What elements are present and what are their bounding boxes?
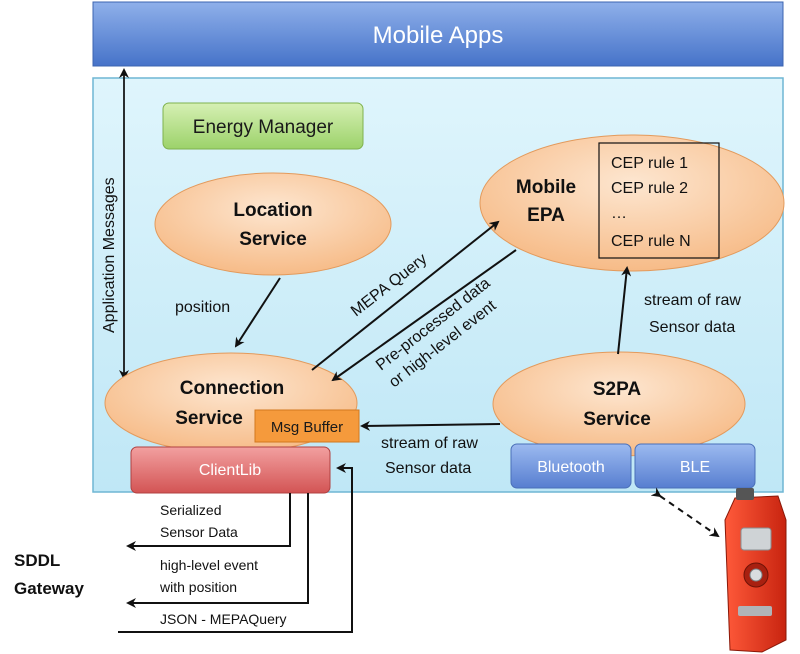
gateway-line2: Gateway [14, 579, 84, 598]
serialized-data-arrow [126, 493, 291, 551]
clientlib-box [130, 446, 331, 494]
stream-lower-line2: Sensor data [385, 460, 471, 477]
bluetooth-label: Bluetooth [537, 459, 605, 476]
mobile-epa-ellipse [479, 134, 785, 272]
serialized-label-line1: Serialized [160, 502, 221, 518]
stream-to-buffer-arrow [360, 420, 501, 431]
mobile-apps-title: Mobile Apps [373, 22, 504, 49]
sensor-device-icon [724, 488, 787, 653]
bluetooth-box [510, 443, 632, 489]
mobile-epa-line2: EPA [527, 205, 565, 226]
s2pa-service-line2: Service [583, 409, 651, 430]
cep-rule-1: CEP rule 1 [611, 155, 688, 172]
s2pa-service-line1: S2PA [593, 379, 642, 400]
location-service-line2: Service [239, 229, 307, 250]
clientlib-label: ClientLib [199, 462, 261, 479]
energy-manager-label: Energy Manager [193, 117, 334, 138]
high-level-event-arrow [126, 493, 309, 608]
cep-rule-2: CEP rule 2 [611, 180, 688, 197]
cep-rule-ellipsis: … [611, 205, 627, 222]
location-service-ellipse [154, 172, 392, 276]
s2pa-service-ellipse [492, 351, 746, 457]
msg-buffer-box [254, 409, 360, 443]
highlevel-label-line1: high-level event [160, 557, 258, 573]
position-label: position [175, 299, 230, 316]
connection-service-line2: Service [175, 408, 243, 429]
stream-lower-line1: stream of raw [381, 435, 478, 452]
location-service-line1: Location [233, 200, 312, 221]
gateway-line1: SDDL [14, 551, 60, 570]
energy-manager-box [162, 102, 364, 150]
application-messages-label: Application Messages [101, 177, 118, 333]
mepa-query-arrow [311, 220, 500, 371]
preprocessed-arrow [331, 249, 517, 382]
position-arrow [234, 277, 281, 348]
bluetooth-link-arrow [650, 487, 720, 538]
serialized-label-line2: Sensor Data [160, 524, 238, 540]
msg-buffer-label: Msg Buffer [271, 419, 343, 436]
json-query-arrow [118, 463, 353, 633]
stream-upper-line2: Sensor data [649, 319, 735, 336]
stream-upper-line1: stream of raw [644, 292, 741, 309]
json-query-label: JSON - MEPAQuery [160, 611, 287, 627]
cep-rule-n: CEP rule N [611, 233, 691, 250]
connection-service-line1: Connection [180, 378, 285, 399]
stream-to-epa-arrow [617, 266, 632, 355]
mobile-apps-bar [92, 1, 784, 67]
cep-rules-box [598, 142, 720, 259]
mobile-epa-line1: Mobile [516, 177, 576, 198]
ble-label: BLE [680, 459, 710, 476]
highlevel-label-line2: with position [159, 579, 237, 595]
